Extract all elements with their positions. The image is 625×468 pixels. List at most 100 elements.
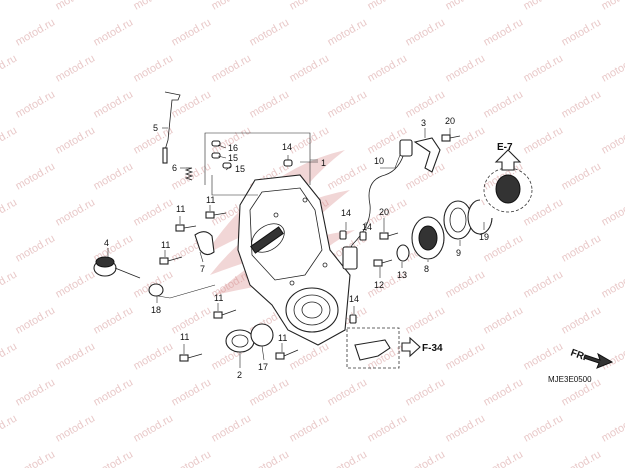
watermark-text: motod.ru	[0, 0, 19, 13]
watermark-text: motod.ru	[170, 304, 214, 336]
watermark-text: motod.ru	[54, 340, 98, 372]
watermark-text: motod.ru	[482, 448, 526, 468]
callout-11: 11	[214, 293, 223, 303]
watermark-text: motod.ru	[170, 16, 214, 48]
watermark-text: motod.ru	[0, 412, 19, 444]
o-ring-part-17	[250, 323, 274, 347]
plate-f34	[354, 339, 391, 361]
callout-8: 8	[424, 264, 429, 274]
callout-3: 3	[421, 118, 426, 128]
watermark-text: motod.ru	[54, 0, 98, 13]
callout-18: 18	[151, 305, 161, 315]
rotor-part-8	[411, 216, 445, 260]
callout-13: 13	[397, 270, 407, 280]
watermark-text: motod.ru	[0, 196, 19, 228]
watermark-text: motod.ru	[522, 268, 566, 300]
watermark-text: motod.ru	[482, 16, 526, 48]
callout-14: 14	[282, 142, 292, 152]
callout-14: 14	[349, 294, 359, 304]
watermark-text: motod.ru	[170, 448, 214, 468]
watermark-text: motod.ru	[14, 160, 58, 192]
watermark-text: motod.ru	[522, 340, 566, 372]
watermark-text: motod.ru	[404, 16, 448, 48]
bolt	[275, 349, 299, 360]
callout-7: 7	[200, 264, 205, 274]
watermark-text: motod.ru	[600, 268, 625, 300]
watermark-text: motod.ru	[248, 88, 292, 120]
crankcase-cover	[237, 174, 351, 346]
watermark-text: motod.ru	[210, 412, 254, 444]
direction-label: FR.	[569, 347, 588, 363]
bracket-part-3	[413, 137, 441, 173]
watermark-text: motod.ru	[92, 304, 136, 336]
watermark-text: motod.ru	[14, 304, 58, 336]
watermark-text: motod.ru	[326, 376, 370, 408]
watermark-text: motod.ru	[0, 340, 19, 372]
watermark-text: motod.ru	[482, 304, 526, 336]
watermark-text: motod.ru	[92, 448, 136, 468]
watermark-text: motod.ru	[170, 376, 214, 408]
watermark-text: motod.ru	[560, 160, 604, 192]
fr-arrow-icon	[583, 352, 614, 369]
filler-cap-part-4	[93, 256, 141, 279]
watermark-text: motod.ru	[444, 268, 488, 300]
watermark-text: motod.ru	[522, 0, 566, 13]
watermark-text: motod.ru	[326, 88, 370, 120]
seal-part-2	[225, 329, 255, 353]
bolt	[205, 211, 227, 219]
watermark-text: motod.ru	[326, 160, 370, 192]
watermark-text: motod.ru	[482, 376, 526, 408]
bolt	[379, 232, 399, 240]
callout-11: 11	[176, 204, 185, 214]
watermark-text: motod.ru	[444, 340, 488, 372]
watermark-text: motod.ru	[600, 124, 625, 156]
callout-2: 2	[237, 370, 242, 380]
watermark-text: motod.ru	[210, 0, 254, 13]
callout-4: 4	[104, 238, 109, 248]
sensor-wire-part-10	[342, 139, 413, 270]
callout-15: 15	[228, 153, 238, 163]
clamp-part-7	[194, 231, 215, 256]
callout-bracket-1	[204, 132, 318, 185]
watermark-text: motod.ru	[14, 448, 58, 468]
watermark-text: motod.ru	[92, 376, 136, 408]
callout-12: 12	[374, 280, 384, 290]
bolt	[213, 309, 237, 319]
callout-6: 6	[172, 163, 177, 173]
watermark-text: motod.ru	[560, 448, 604, 468]
washer-part-13	[396, 244, 410, 262]
arrow-e7	[494, 149, 522, 171]
callout-1: 1	[321, 158, 326, 168]
bolt	[373, 259, 393, 267]
callout-14: 14	[362, 222, 372, 232]
circlip-part-19	[467, 199, 493, 235]
spring-part-6	[184, 167, 194, 181]
watermark-text: motod.ru	[522, 124, 566, 156]
watermark-text: motod.ru	[600, 0, 625, 13]
watermark-text: motod.ru	[288, 52, 332, 84]
callout-9: 9	[456, 248, 461, 258]
watermark-text: motod.ru	[522, 196, 566, 228]
bolt	[175, 224, 197, 232]
watermark-text: motod.ru	[170, 88, 214, 120]
watermark-text: motod.ru	[132, 340, 176, 372]
watermark-text: motod.ru	[600, 52, 625, 84]
watermark-text: motod.ru	[366, 0, 410, 13]
watermark-text: motod.ru	[288, 340, 332, 372]
watermark-text: motod.ru	[92, 16, 136, 48]
watermark-text: motod.ru	[288, 412, 332, 444]
f34-box	[346, 327, 400, 369]
watermark-text: motod.ru	[210, 52, 254, 84]
callout-11: 11	[278, 333, 287, 343]
callout-16: 16	[228, 143, 238, 153]
callouts: 1 2 3 4 5 6 7 8 9 10 11 11 11 11 11 11 1…	[104, 116, 489, 380]
watermark-text: motod.ru	[404, 88, 448, 120]
watermark-text: motod.ru	[404, 304, 448, 336]
watermark-text: motod.ru	[54, 412, 98, 444]
callout-14: 14	[341, 208, 351, 218]
leader-lines	[107, 127, 485, 368]
watermark-text: motod.ru	[0, 124, 19, 156]
watermark-text: motod.ru	[560, 16, 604, 48]
watermark-text: motod.ru	[522, 412, 566, 444]
watermark-text: motod.ru	[0, 268, 19, 300]
